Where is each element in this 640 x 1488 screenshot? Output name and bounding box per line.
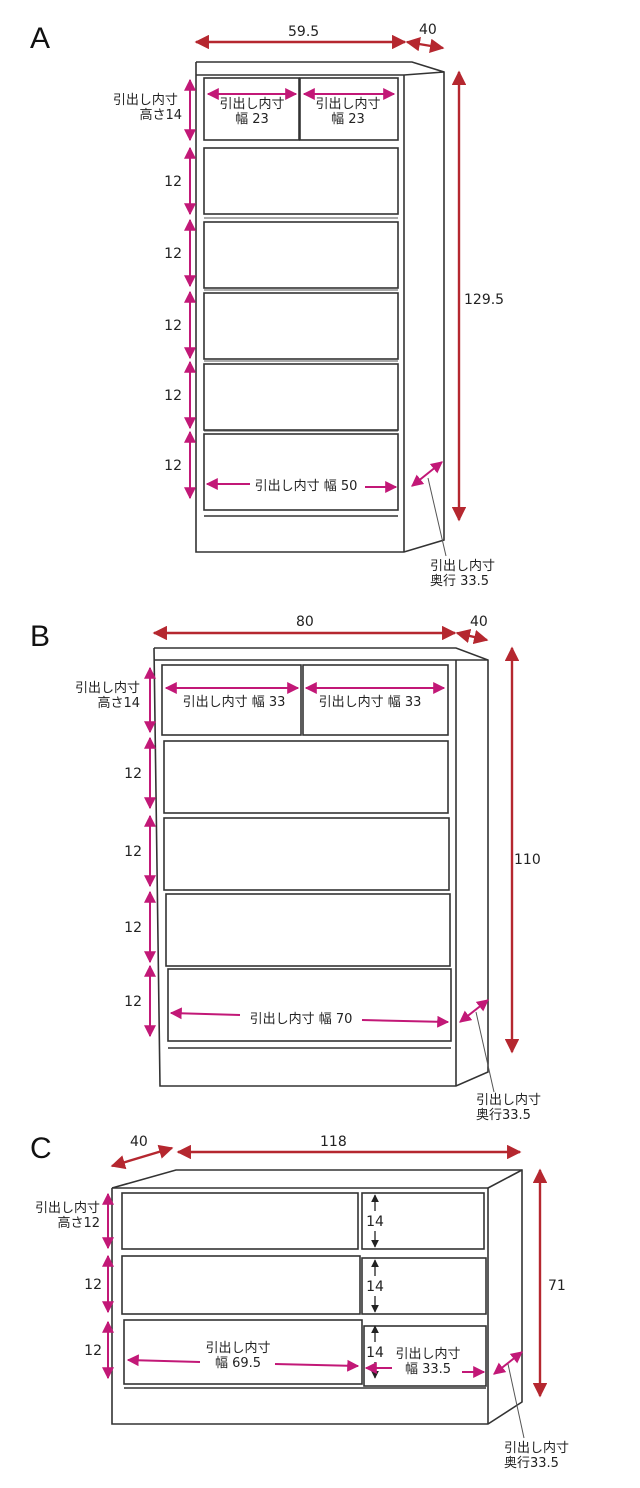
panel-b-drawer-2	[163, 817, 450, 891]
a-rows-label-0: 12	[164, 174, 182, 190]
panel-a-small-drawer-right	[299, 77, 399, 141]
panel-b-small-left-label: 引出し内寸 幅 33	[183, 694, 286, 710]
panel-a: A 59.5 40 129.5	[30, 22, 504, 589]
panel-a-height-label: 129.5	[464, 292, 504, 308]
panel-b-drawer-1	[163, 740, 449, 814]
panel-a-drawer-3	[203, 292, 399, 360]
b-rows-label-3: 12	[124, 994, 142, 1010]
panel-c-row-heights: 12 12	[84, 1254, 114, 1380]
panel-c-right-heights: 14 14 14	[366, 1194, 384, 1379]
panel-c-right-height-2: 14	[366, 1345, 384, 1361]
panel-c-letter: C	[30, 1132, 52, 1165]
panel-c-right-drawer-1	[361, 1192, 485, 1250]
panel-b-bottom-width: 引出し内寸 幅 70	[250, 1011, 353, 1027]
panel-a-top-inner-height-l2: 高さ14	[139, 107, 182, 123]
panel-a-top-inner-height-l1: 引出し内寸	[113, 92, 178, 108]
panel-a-top-inner-height: 引出し内寸 高さ14	[113, 92, 182, 123]
c-rows-label-0: 12	[84, 1277, 102, 1293]
panel-b-row-heights: 12 12 12 12	[124, 736, 156, 1038]
panel-a-drawer-4	[203, 363, 399, 431]
panel-b-inner-depth: 引出し内寸奥行33.5	[476, 1092, 541, 1123]
panel-c-cabinet	[111, 1169, 523, 1425]
panel-c-depth-label: 40	[130, 1134, 148, 1150]
panel-c-inner-depth: 引出し内寸奥行33.5	[504, 1440, 569, 1471]
panel-a-small-right-label: 引出し内寸幅 23	[315, 96, 380, 127]
panel-c-width-label: 118	[320, 1134, 347, 1150]
panel-b-drawer-3	[165, 893, 451, 967]
a-rows-label-4: 12	[164, 458, 182, 474]
panel-c-right-height-1: 14	[366, 1279, 384, 1295]
b-rows-label-1: 12	[124, 844, 142, 860]
panel-b-letter: B	[30, 620, 50, 653]
panel-c-height-label: 71	[548, 1278, 566, 1294]
panel-a-depth-label: 40	[419, 22, 437, 38]
panel-b-drawer-4	[167, 968, 452, 1042]
panel-a-bottom-width: 引出し内寸 幅 50	[255, 478, 358, 494]
panel-c-left-width: 引出し内寸幅 69.5	[205, 1340, 270, 1371]
panel-c-right-drawer-3	[363, 1325, 487, 1387]
panel-b-small-drawer-left	[161, 664, 302, 736]
panel-a-small-drawer-left	[203, 77, 300, 141]
a-rows-label-1: 12	[164, 246, 182, 262]
panel-b-height-label: 110	[514, 852, 541, 868]
panel-c-left-drawer-1	[121, 1192, 359, 1250]
panel-b-depth-label: 40	[470, 614, 488, 630]
panel-a-inner-depth: 引出し内寸奥行 33.5	[430, 558, 495, 589]
panel-a-width-label: 59.5	[288, 24, 319, 40]
panel-a-drawer-5	[203, 433, 399, 511]
panel-a-row-heights: 12 12 12 12 12	[164, 146, 196, 500]
panel-c-right-height-0: 14	[366, 1214, 384, 1230]
panel-a-cabinet	[195, 61, 445, 553]
panel-a-drawer-1	[203, 147, 399, 215]
panel-c: C 40 118 71 引出し内寸高さ12 12 12 14 14 14	[30, 1132, 569, 1471]
panel-b-small-right-label: 引出し内寸 幅 33	[319, 694, 422, 710]
panel-c-right-width: 引出し内寸幅 33.5	[395, 1346, 460, 1377]
a-rows-label-2: 12	[164, 318, 182, 334]
panel-b-cabinet	[153, 647, 489, 1087]
panel-c-top-inner-height: 引出し内寸高さ12	[35, 1200, 100, 1231]
panel-a-letter: A	[30, 22, 50, 55]
panel-b-small-drawer-right	[302, 664, 449, 736]
c-rows-label-1: 12	[84, 1343, 102, 1359]
b-rows-label-0: 12	[124, 766, 142, 782]
panel-a-drawer-2	[203, 221, 399, 289]
panel-a-small-left-label: 引出し内寸幅 23	[219, 96, 284, 127]
b-rows-label-2: 12	[124, 920, 142, 936]
panel-b: B 80 40 110 引出し内寸高さ14 引出し内寸 幅 33 引出し内寸 幅…	[30, 614, 541, 1123]
panel-c-left-drawer-2	[121, 1255, 361, 1315]
panel-b-width-label: 80	[296, 614, 314, 630]
panel-c-right-drawer-2	[361, 1257, 487, 1315]
panel-b-top-inner-height: 引出し内寸高さ14	[75, 680, 140, 711]
panel-c-left-drawer-3	[123, 1319, 363, 1385]
a-rows-label-3: 12	[164, 388, 182, 404]
